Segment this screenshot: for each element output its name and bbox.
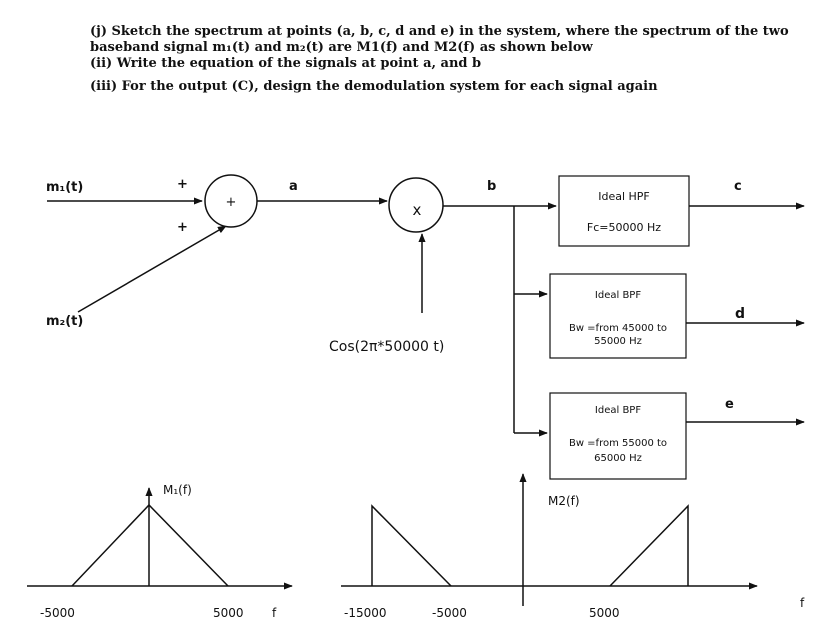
m2-right-shape (609, 504, 689, 587)
point-d-label: d (735, 306, 745, 322)
m2-tick-pos-inner: 5000 (589, 606, 620, 620)
point-e-label: e (725, 397, 734, 412)
m2-label: M2(f) (548, 494, 580, 508)
m2-axis-label: f (800, 596, 805, 610)
point-a-label: a (289, 179, 298, 194)
bpf2-title: Ideal BPF (595, 405, 641, 416)
multiplier-circle (388, 177, 444, 233)
m1-triangle (71, 503, 229, 587)
adder-symbol: + (226, 195, 237, 210)
spectrum-m1: M₁(f) -5000 5000 f (27, 483, 293, 620)
plus-bottom-sign: + (177, 220, 188, 235)
m2-input-line (77, 225, 227, 313)
m1-tick-pos: 5000 (213, 606, 244, 620)
m1-axis-label: f (272, 606, 277, 620)
bpf1-param-1: Bw =from 45000 to (569, 323, 667, 334)
plus-top-sign: + (177, 177, 188, 192)
question-1-line-1: (j) Sketch the spectrum at points (a, b,… (90, 24, 789, 39)
m2-left-shape (371, 504, 452, 587)
question-1-line-2: baseband signal m₁(t) and m₂(t) are M1(f… (90, 40, 593, 55)
m2-tick-neg-inner: -5000 (432, 606, 467, 620)
bpf1-title: Ideal BPF (595, 290, 641, 301)
bpf2-box (549, 392, 687, 480)
hpf-box (558, 175, 690, 247)
bpf1-box (549, 273, 687, 359)
m2-tick-neg-outer: -15000 (344, 606, 387, 620)
input-m1-label: m₁(t) (46, 180, 83, 195)
hpf-param: Fc=50000 Hz (587, 221, 661, 234)
bpf1-param-2: 55000 Hz (594, 336, 642, 347)
hpf-title: Ideal HPF (598, 190, 650, 203)
bpf2-param-2: 65000 Hz (594, 453, 642, 464)
point-b-label: b (487, 179, 496, 194)
input-m2-label: m₂(t) (46, 314, 83, 329)
question-2: (ii) Write the equation of the signals a… (90, 56, 482, 71)
spectrum-m2: M2(f) -15000 -5000 5000 f (341, 473, 805, 620)
carrier-label: Cos(2π*50000 t) (329, 339, 444, 355)
m1-label: M₁(f) (163, 483, 192, 497)
bpf2-param-1: Bw =from 55000 to (569, 438, 667, 449)
point-c-label: c (734, 179, 742, 194)
multiplier-symbol: x (413, 201, 422, 219)
question-3: (iii) For the output (C), design the dem… (90, 79, 658, 94)
m1-tick-neg: -5000 (40, 606, 75, 620)
